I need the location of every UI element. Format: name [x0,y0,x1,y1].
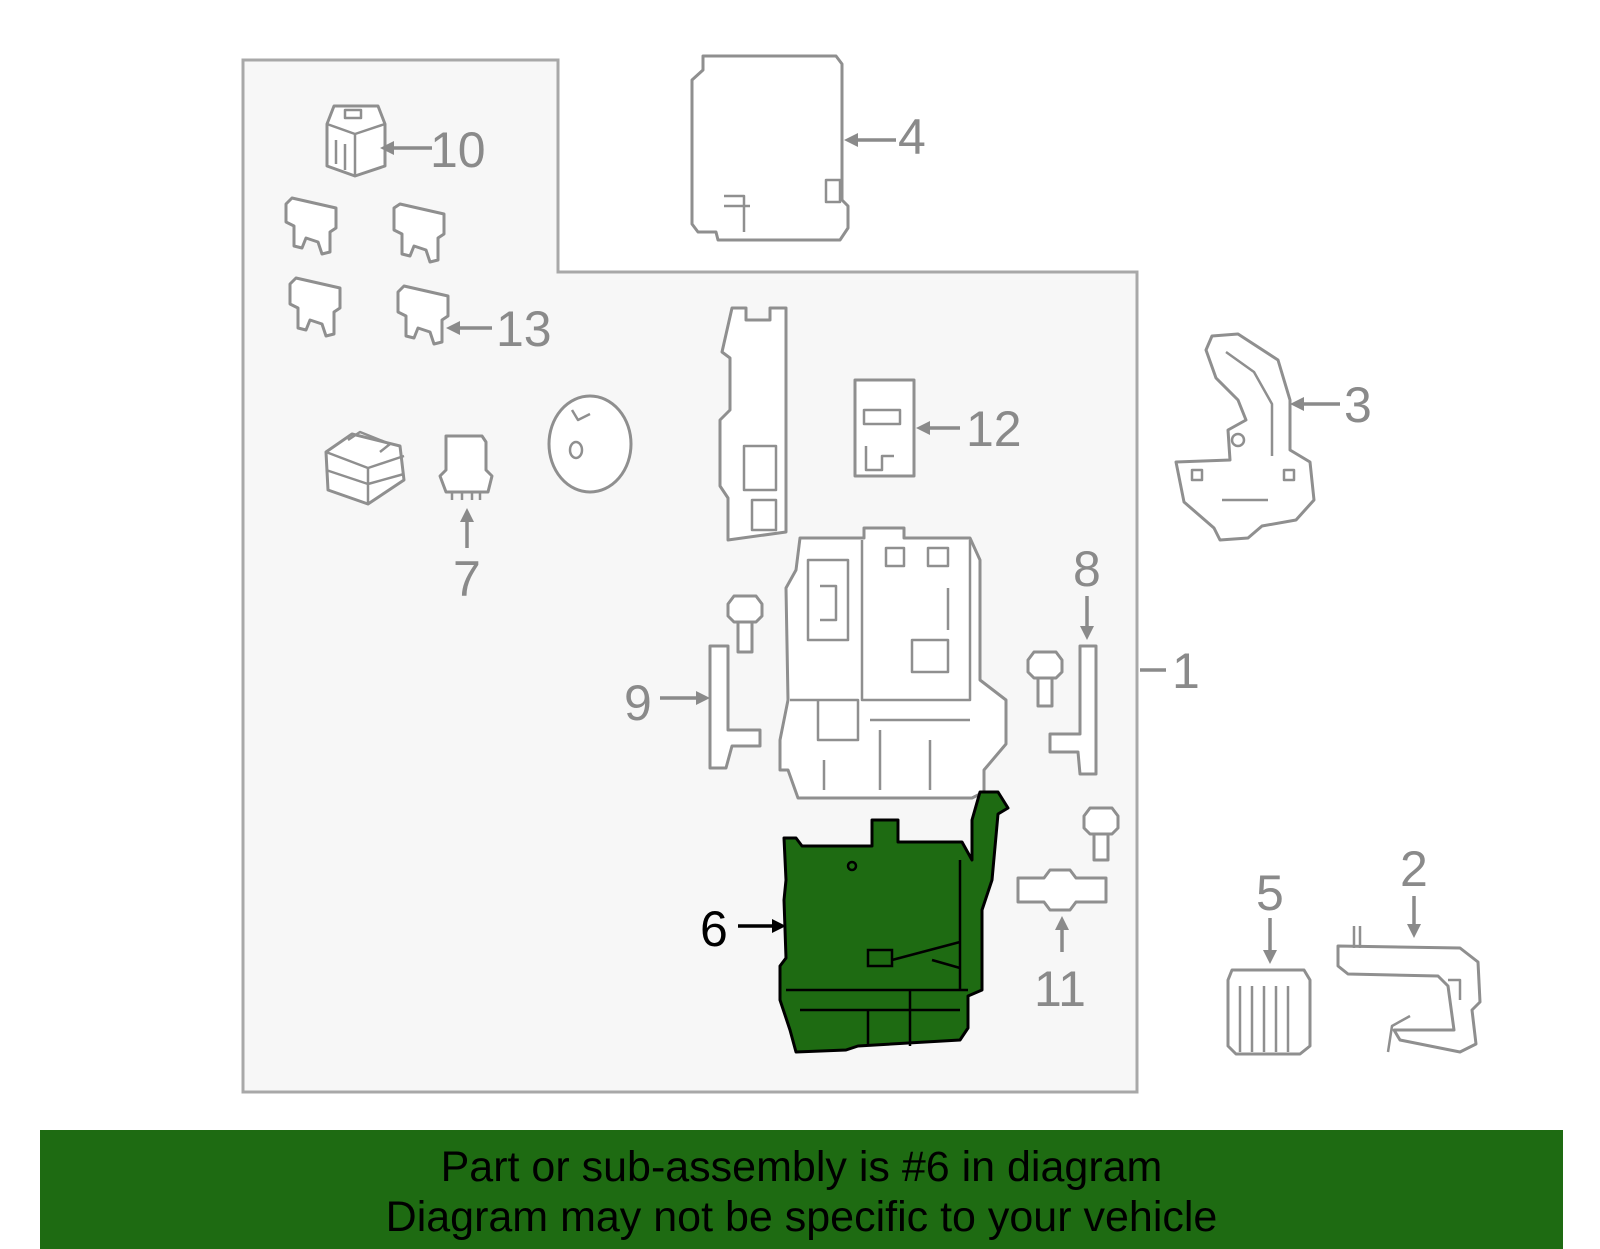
part-12-module[interactable] [853,378,916,478]
label-8: 8 [1073,541,1101,597]
part-3-bracket[interactable] [1174,332,1316,542]
label-9: 9 [624,675,652,731]
relay-block[interactable] [324,430,406,506]
part-8-bracket[interactable] [1048,644,1098,776]
label-11: 11 [1034,961,1086,1017]
part-11-bracket[interactable] [1016,868,1108,912]
bolt-lower-right [1082,806,1120,862]
label-7: 7 [453,551,481,607]
label-10: 10 [430,122,486,178]
part-13-fuses[interactable] [284,196,450,346]
label-2: 2 [1400,841,1428,897]
part-4-control-unit[interactable] [690,54,850,242]
round-cap [547,394,633,494]
part-9-bracket[interactable] [708,644,762,770]
label-6: 6 [700,901,728,957]
label-13: 13 [496,301,552,357]
label-3: 3 [1344,377,1372,433]
bolt-right [1026,650,1064,708]
footer-banner: Part or sub-assembly is #6 in diagram Di… [40,1130,1563,1249]
callout-arrows [380,133,1421,964]
label-12: 12 [966,401,1022,457]
fuse-box-body[interactable] [778,526,1008,800]
label-1: 1 [1172,643,1200,699]
assembly-outline [241,58,1139,1094]
label-5: 5 [1256,865,1284,921]
part-10-fuse[interactable] [325,104,387,178]
part-6-lower-cover[interactable] [778,790,1010,1054]
part-5-cover[interactable] [1226,968,1312,1056]
footer-line-2: Diagram may not be specific to your vehi… [385,1193,1218,1241]
part-2-bracket[interactable] [1336,926,1482,1054]
bolt-upper-left [726,594,764,654]
footer-line-1: Part or sub-assembly is #6 in diagram [440,1143,1163,1191]
part-7-relay[interactable] [438,434,494,500]
tall-connector[interactable] [718,306,788,542]
label-4: 4 [898,109,926,165]
